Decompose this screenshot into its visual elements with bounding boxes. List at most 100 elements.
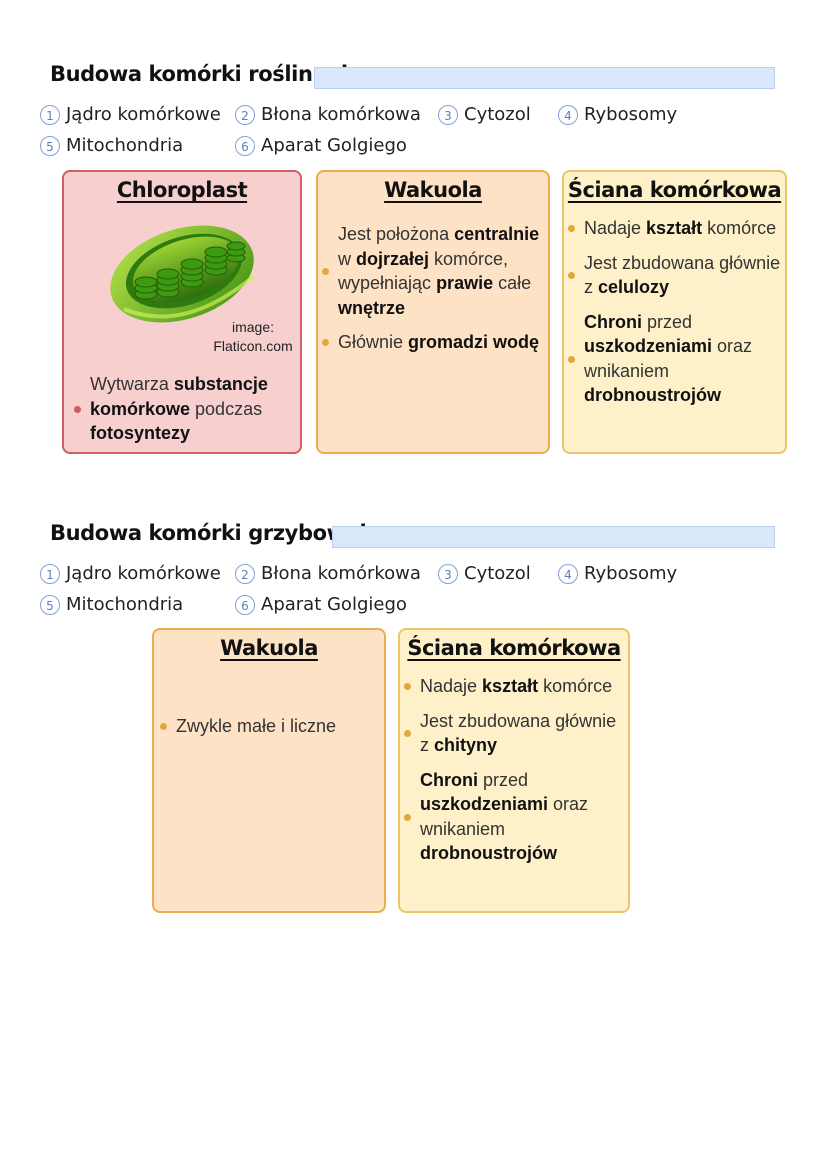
bullet-text: komórce	[702, 218, 777, 238]
bullet-text: całe	[493, 273, 532, 293]
credit-line: image:	[231, 319, 275, 335]
number-badge: 1	[40, 563, 60, 584]
bullet-dot	[404, 683, 411, 691]
numbered-label: Błona komórkowa	[261, 104, 421, 125]
bullet-item: Jest zbudowana głównie z chityny	[400, 709, 624, 758]
numbered-label: Aparat Golgiego	[261, 594, 407, 615]
bullet-list: Jest położona centralnie w dojrzałej kom…	[318, 222, 544, 365]
numbered-item: 1 Jądro komórkowe	[40, 563, 221, 584]
numbered-label: Mitochondria	[66, 135, 184, 156]
section-plant-cell: Budowa komórki roślinnej 1 Jądro komórko…	[0, 0, 828, 470]
bullet-dot	[568, 272, 575, 279]
bullet-bold-text: dojrzałej	[356, 248, 430, 269]
bullet-dot	[404, 813, 411, 821]
number-badge: 3	[438, 104, 458, 125]
bullet-item: Nadaje kształt komórce	[400, 674, 624, 699]
title-underline-bar	[332, 526, 775, 548]
number-badge: 5	[40, 594, 60, 615]
image-credit: image: Flaticon.com	[204, 318, 302, 356]
numbered-item: 6 Aparat Golgiego	[235, 135, 407, 156]
section-fungal-cell: Budowa komórki grzybowej 1 Jądro komórko…	[40, 521, 800, 913]
numbered-label: Jądro komórkowe	[66, 563, 221, 584]
number-badge: 6	[235, 594, 255, 615]
card-chloroplast: Chloroplast	[62, 170, 302, 454]
bullet-item: Jest położona centralnie w dojrzałej kom…	[318, 222, 544, 320]
number-badge: 6	[235, 135, 255, 156]
number-badge: 2	[235, 104, 255, 125]
bullet-dot	[322, 268, 329, 275]
numbered-label: Rybosomy	[584, 104, 678, 125]
chloroplast-illustration	[110, 225, 256, 323]
bullet-bold-text: centralnie	[454, 224, 540, 244]
bullet-dot	[568, 355, 575, 363]
card-cell-wall: Ściana komórkowa Nadaje kształt komórce …	[562, 170, 787, 454]
numbered-item: 5 Mitochondria	[40, 135, 183, 156]
numbered-item: 2 Błona komórkowa	[235, 104, 421, 125]
bullet-bold-text: chityny	[434, 735, 498, 755]
title-underline-bar	[314, 67, 775, 89]
bullet-text: podczas	[190, 398, 263, 419]
bullet-text: komórce, wypełniając	[338, 248, 509, 294]
bullet-list: Zwykle małe i liczne	[156, 714, 380, 749]
bullet-text: w	[338, 248, 356, 269]
number-badge: 2	[235, 563, 255, 584]
card-title: Ściana komórkowa	[567, 178, 782, 202]
bullet-bold-text: drobnoustrojów	[420, 843, 557, 863]
bullet-list: Nadaje kształt komórce Jest zbudowana gł…	[400, 674, 624, 876]
bullet-bold-text: uszkodzeniami	[584, 336, 713, 356]
bullet-text: przed	[642, 311, 693, 332]
number-badge: 5	[40, 135, 60, 156]
bullet-item: Zwykle małe i liczne	[156, 714, 380, 739]
bullet-text: Wytwarza	[90, 374, 174, 394]
numbered-list: 1 Jądro komórkowe 2 Błona komórkowa 3 Cy…	[40, 563, 800, 623]
bullet-bold-text: Chroni	[584, 311, 642, 332]
bullet-dot	[74, 405, 81, 413]
card-vacuole: Wakuola Jest położona centralnie w dojrz…	[316, 170, 550, 454]
numbered-label: Rybosomy	[584, 563, 678, 584]
numbered-item: 3 Cytozol	[438, 563, 531, 584]
bullet-text: oraz wnikaniem	[584, 336, 753, 381]
bullet-item: Jest zbudowana głównie z celulozy	[564, 251, 781, 300]
bullet-bold-text: gromadzi wodę	[408, 332, 540, 352]
bullet-text: Jest zbudowana głównie z	[420, 710, 617, 756]
bullet-item: Głównie gromadzi wodę	[318, 330, 544, 355]
bullet-bold-text: drobnoustrojów	[584, 385, 721, 405]
bullet-bold-text: celulozy	[598, 277, 670, 297]
bullet-dot	[404, 730, 411, 737]
bullet-bold-text: wnętrze	[338, 297, 406, 318]
numbered-label: Jądro komórkowe	[66, 104, 221, 125]
credit-line: Flaticon.com	[213, 338, 293, 354]
card-vacuole: Wakuola Zwykle małe i liczne	[152, 628, 386, 913]
number-badge: 4	[558, 104, 578, 125]
number-badge: 3	[438, 563, 458, 584]
bullet-bold-text: prawie	[436, 273, 494, 293]
numbered-item: 1 Jądro komórkowe	[40, 104, 221, 125]
bullet-item: Nadaje kształt komórce	[564, 216, 781, 241]
bullet-text: Nadaje	[420, 676, 483, 696]
numbered-label: Mitochondria	[66, 594, 184, 615]
bullet-bold-text: substancje komórkowe	[90, 374, 268, 419]
card-title: Wakuola	[384, 178, 482, 202]
card-cell-wall: Ściana komórkowa Nadaje kształt komórce …	[398, 628, 630, 913]
bullet-bold-text: kształt	[482, 676, 539, 696]
section-title: Budowa komórki roślinnej	[50, 62, 348, 86]
bullet-item: Chroni przed uszkodzeniami oraz wnikanie…	[400, 768, 624, 866]
bullet-bold-text: fotosyntezy	[90, 423, 191, 443]
bullet-item: Wytwarza substancje komórkowe podczas fo…	[70, 372, 292, 446]
bullet-dot	[160, 723, 167, 731]
bullet-text: komórce	[538, 676, 613, 696]
bullet-bold-text: uszkodzeniami	[420, 794, 549, 814]
bullet-text: przed	[478, 769, 529, 790]
bullet-item: Chroni przed uszkodzeniami oraz wnikanie…	[564, 310, 781, 408]
bullet-bold-text: kształt	[646, 218, 703, 238]
numbered-item: 2 Błona komórkowa	[235, 563, 421, 584]
numbered-item: 6 Aparat Golgiego	[235, 594, 407, 615]
number-badge: 4	[558, 563, 578, 584]
numbered-label: Cytozol	[464, 104, 531, 125]
numbered-item: 4 Rybosomy	[558, 104, 677, 125]
numbered-item: 5 Mitochondria	[40, 594, 183, 615]
bullet-dot	[322, 339, 329, 347]
number-badge: 1	[40, 104, 60, 125]
bullet-text: Jest położona	[338, 224, 455, 244]
card-title: Wakuola	[220, 636, 318, 660]
